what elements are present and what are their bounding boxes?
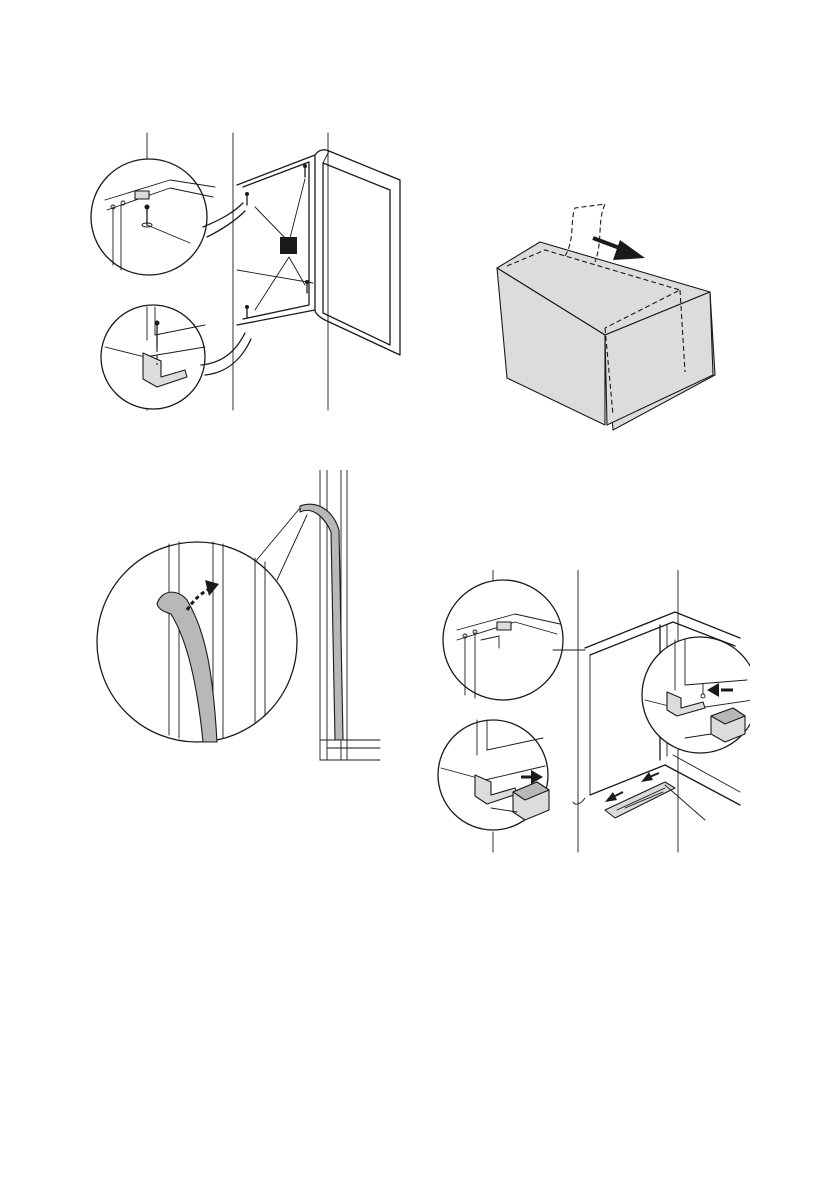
adhesive-tape-box-illustration-icon	[485, 200, 730, 440]
plinth-cover-illustration-icon	[435, 570, 750, 855]
screw-mount-figure	[85, 125, 415, 415]
adhesive-tape-box-figure	[485, 200, 730, 440]
screw-mount-illustration-icon	[85, 125, 415, 415]
plinth-cover-figure	[435, 570, 750, 855]
seal-strip-figure	[95, 470, 395, 770]
seal-strip-illustration-icon	[95, 470, 395, 770]
